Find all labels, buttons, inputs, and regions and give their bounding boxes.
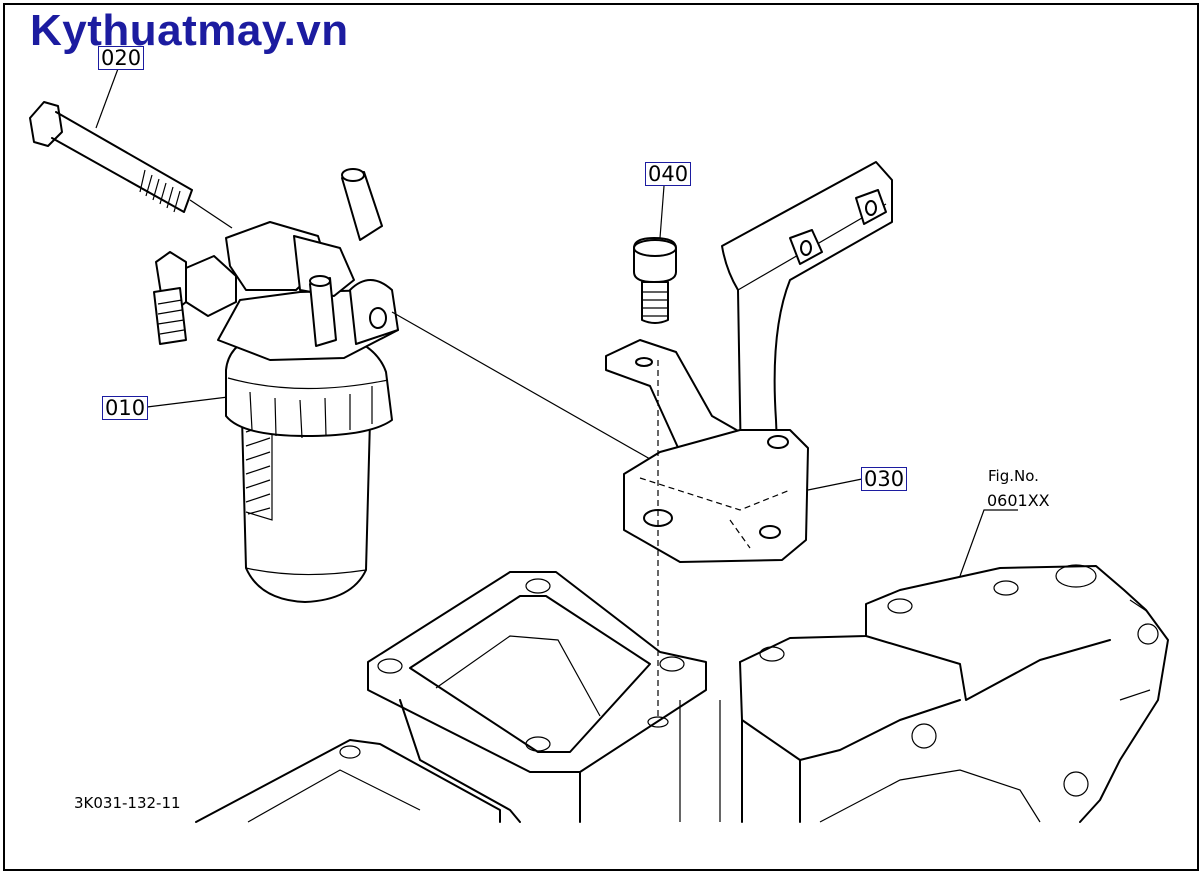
frame-border — [3, 3, 1199, 871]
figure-number: 0601XX — [987, 491, 1050, 510]
transmission-housing-drawing — [195, 564, 1169, 823]
bracket-030-drawing — [605, 161, 893, 563]
callout-010[interactable]: 010 — [102, 396, 149, 420]
leader-fig — [959, 509, 1018, 577]
diagram-code: 3K031-132-11 — [74, 794, 181, 812]
brand-watermark: Kythuatmay.vn — [30, 6, 349, 55]
figure-label: Fig.No. — [988, 467, 1039, 485]
leader-040 — [659, 185, 665, 239]
bolt-020-drawing — [29, 101, 233, 229]
leader-010 — [146, 396, 229, 408]
leader-020 — [95, 65, 120, 129]
callout-020[interactable]: 020 — [98, 46, 145, 70]
callout-030[interactable]: 030 — [861, 467, 908, 491]
bolt-040-drawing — [633, 237, 677, 324]
leader-030 — [807, 478, 863, 491]
callout-040[interactable]: 040 — [645, 162, 692, 186]
fuel-filter-010-drawing — [153, 168, 399, 603]
